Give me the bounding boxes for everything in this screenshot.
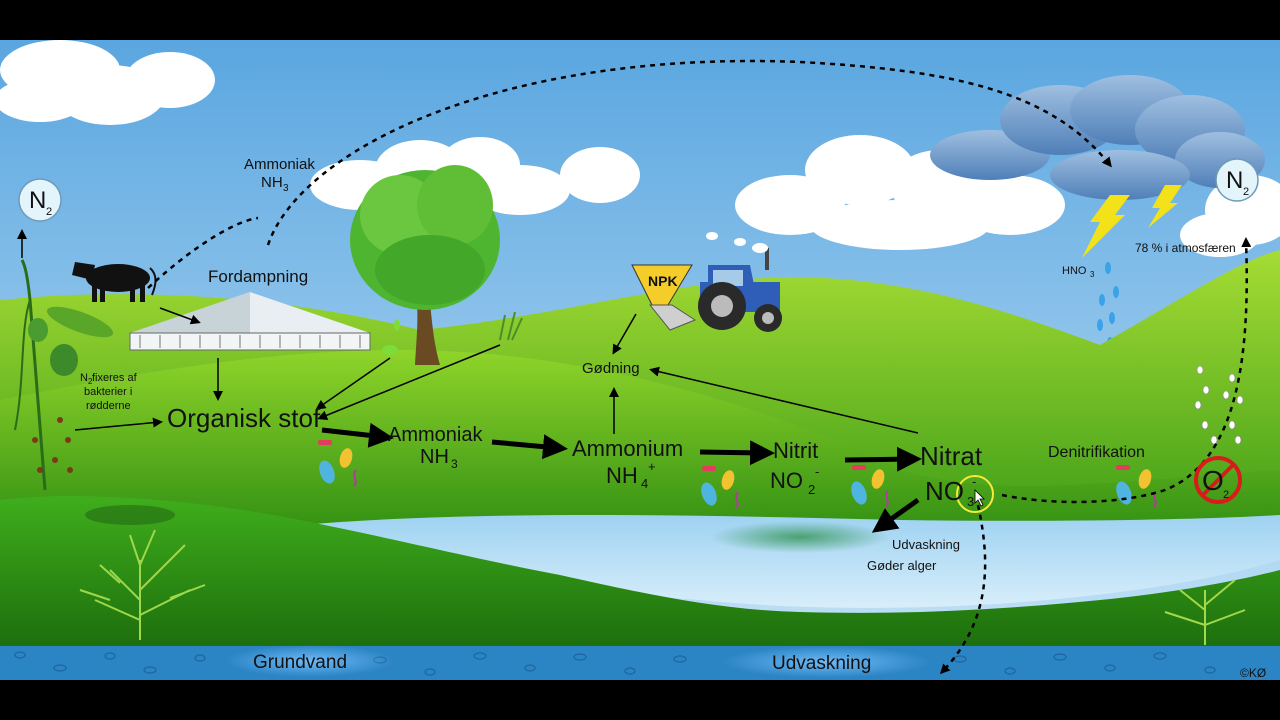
organic-matter-label: Organisk stof <box>167 403 321 433</box>
arrow-evaporation <box>147 216 259 289</box>
arrow-cow-to-manure <box>159 307 201 325</box>
leaves-falling <box>382 319 400 355</box>
arrow-denitrification-to-n2 <box>1001 237 1252 504</box>
ammonia-evap-formula: NH 3 <box>261 174 289 194</box>
arrow-plant-to-organic <box>74 417 163 431</box>
arrow-grass-to-organic <box>317 344 501 421</box>
svg-text:NO: NO <box>770 468 803 493</box>
fertilizer-label: Gødning <box>582 360 640 377</box>
svg-text:bakterier i: bakterier i <box>84 386 132 398</box>
bacteria-icon <box>851 465 889 508</box>
groundwater-layer <box>0 646 1280 680</box>
gas-bubbles <box>1194 365 1244 445</box>
svg-text:NH: NH <box>261 174 283 191</box>
algae-label: Gøder alger <box>867 558 937 573</box>
lightning-icon <box>1082 195 1130 258</box>
ammonium-label: Ammonium <box>572 436 683 461</box>
svg-text:HNO: HNO <box>1062 265 1087 277</box>
svg-text:2: 2 <box>1243 186 1249 198</box>
svg-text:2: 2 <box>808 482 815 497</box>
svg-text:NH: NH <box>420 446 449 468</box>
svg-text:+: + <box>648 459 656 474</box>
tractor-icon <box>631 232 782 332</box>
mid-hills <box>0 350 1280 540</box>
bush-right <box>1164 579 1246 645</box>
cloud-top-left <box>0 40 215 125</box>
bacteria-icon <box>701 466 739 509</box>
ammonium-formula: NH 4 + <box>606 459 656 491</box>
n2-badge-left: N 2 <box>18 178 62 222</box>
ammonia-formula: NH 3 <box>420 446 458 471</box>
manure-storage <box>129 292 371 351</box>
no-oxygen-icon: O 2 <box>1194 456 1242 504</box>
svg-text:-: - <box>972 474 976 489</box>
arrow-npk-to-fertilizer <box>612 313 637 355</box>
arrow-organic-to-ammonia <box>321 422 394 448</box>
n2-badge-right: N 2 <box>1215 158 1259 202</box>
evaporation-label: Fordampning <box>208 267 308 286</box>
svg-text:3: 3 <box>1090 270 1095 279</box>
svg-text:N: N <box>1226 167 1243 194</box>
svg-text:-: - <box>815 464 819 479</box>
bacteria-icon <box>318 440 357 487</box>
svg-text:N: N <box>29 187 46 214</box>
svg-text:3: 3 <box>967 494 974 509</box>
arrow-nitrate-to-groundwater <box>939 504 987 675</box>
leaching-glow <box>721 646 931 678</box>
arrow-nitrite-to-nitrate <box>844 446 922 472</box>
groundwater-leaching-label: Udvaskning <box>772 653 871 674</box>
denitrification-label: Denitrifikation <box>1048 444 1145 461</box>
svg-text:NO: NO <box>925 476 964 506</box>
flow-arrows <box>17 59 1252 675</box>
svg-text:3: 3 <box>451 457 458 471</box>
nitrite-formula: NO 2 - <box>770 464 819 497</box>
arrow-ammonia-to-atmosphere <box>266 59 1112 246</box>
svg-text:2: 2 <box>1223 489 1229 501</box>
svg-text:4: 4 <box>641 476 648 491</box>
fixation-text: N 2 fixeres af bakterier i rødderne <box>80 372 138 412</box>
lightning-icon <box>1148 185 1182 228</box>
ammonia-evap-label: Ammoniak <box>244 156 315 173</box>
cow-icon <box>72 262 157 302</box>
groundwater-label: Grundvand <box>253 652 347 673</box>
arrow-ammonium-to-nitrite <box>699 440 775 466</box>
pea-plant <box>14 259 114 491</box>
ammonia-label: Ammoniak <box>388 424 483 446</box>
bacteria-icon <box>1116 465 1157 508</box>
svg-text:2: 2 <box>88 377 93 386</box>
svg-text:3: 3 <box>283 183 289 194</box>
grass-tuft <box>499 311 523 341</box>
lake-leaching-label: Udvaskning <box>892 537 960 552</box>
mouse-cursor-icon <box>956 475 994 513</box>
atmosphere-share: 78 % i atmosfæren <box>1135 241 1236 255</box>
copyright-label: ©KØ <box>1240 666 1266 680</box>
arrow-nitrate-to-lake <box>871 497 920 533</box>
svg-text:rødderne: rødderne <box>86 400 131 412</box>
nitrate-formula: NO 3 - <box>925 474 976 509</box>
npk-label: NPK <box>648 273 678 289</box>
svg-text:N: N <box>80 372 88 384</box>
algae-patch <box>710 521 890 553</box>
tree <box>350 165 500 365</box>
groundwater-glow <box>225 645 395 677</box>
svg-text:2: 2 <box>46 206 52 218</box>
svg-text:NH: NH <box>606 463 638 488</box>
svg-text:O: O <box>1202 465 1224 496</box>
nitrate-label: Nitrat <box>920 441 983 471</box>
bush-left <box>79 529 206 640</box>
nitrite-label: Nitrit <box>773 438 818 463</box>
arrow-nitrate-to-fertilizer <box>649 366 919 434</box>
gravel-texture <box>14 651 1216 676</box>
arrow-ammonia-to-ammonium <box>491 434 568 460</box>
front-hills <box>0 496 1280 648</box>
cloud-right <box>735 135 1280 257</box>
ground-shadow <box>85 505 175 525</box>
svg-text:fixeres af: fixeres af <box>92 372 138 384</box>
rain-formula: HNO 3 <box>1062 265 1095 279</box>
lake <box>300 515 1280 608</box>
arrow-tree-to-organic <box>315 357 391 410</box>
